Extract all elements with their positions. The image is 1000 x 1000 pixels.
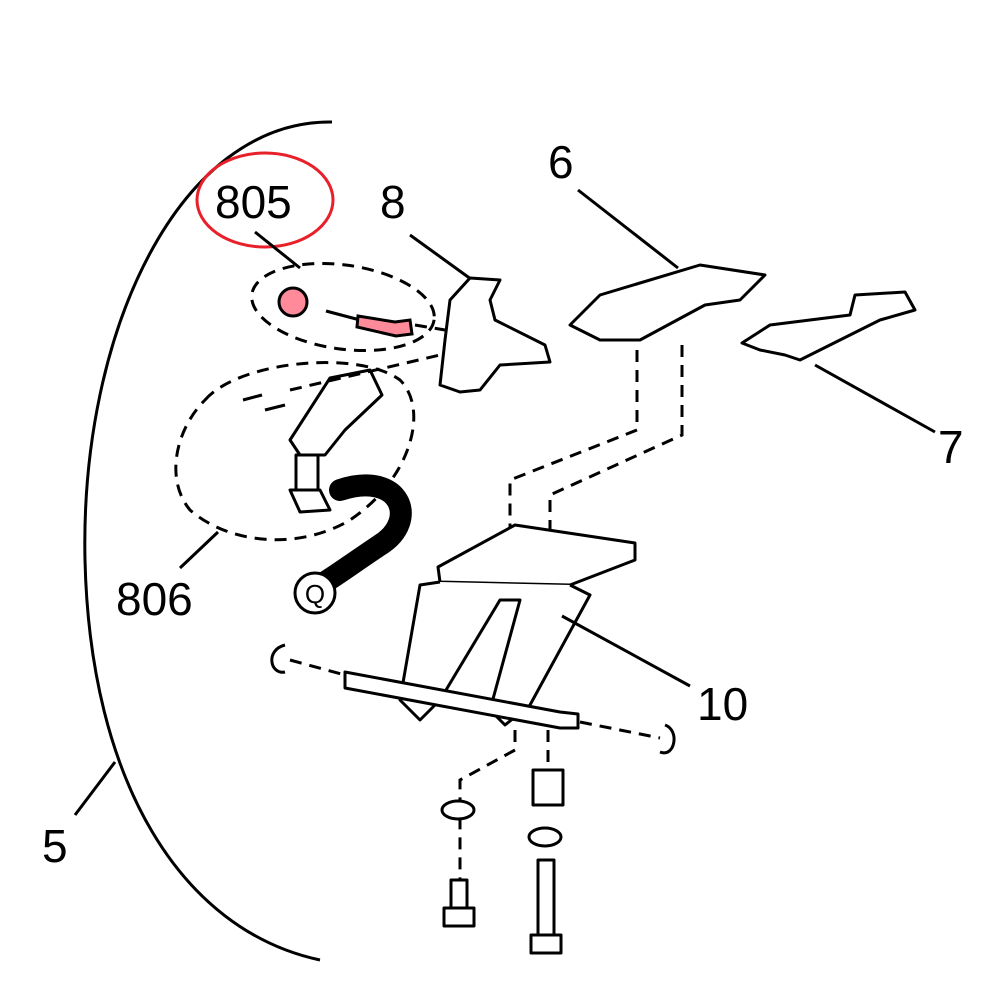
dash-fastener-left bbox=[458, 730, 517, 880]
leader-805 bbox=[254, 230, 301, 270]
part-6-slider bbox=[568, 263, 767, 342]
leader-6 bbox=[577, 188, 679, 270]
washer-right bbox=[527, 826, 563, 848]
dash-6-path-b bbox=[548, 345, 684, 545]
centerline-left bbox=[289, 658, 346, 677]
part-10-bracket-legs bbox=[398, 580, 592, 727]
part-805-ball bbox=[277, 286, 309, 318]
leader-8 bbox=[409, 233, 476, 284]
dash-806-8 bbox=[289, 353, 441, 392]
part-10-bracket-top bbox=[436, 523, 637, 587]
bolt-long bbox=[536, 858, 556, 942]
clip-right bbox=[659, 723, 676, 755]
hose-end-label: Q bbox=[305, 579, 325, 609]
leader-7 bbox=[814, 363, 936, 434]
part-805-pin bbox=[355, 314, 414, 338]
label-805: 805 bbox=[215, 176, 292, 228]
group-805-boundary bbox=[250, 261, 436, 353]
leader-806 bbox=[178, 530, 220, 570]
highlight-ring-805 bbox=[195, 151, 335, 249]
label-806: 806 bbox=[116, 573, 193, 625]
group-806-boundary bbox=[174, 361, 416, 542]
dash-805-8 bbox=[414, 323, 446, 332]
washer-left bbox=[440, 799, 476, 821]
clip-left bbox=[270, 643, 286, 674]
part-806-hose bbox=[309, 474, 412, 596]
centerline-right bbox=[579, 720, 661, 740]
bolt-short-head bbox=[442, 906, 476, 928]
leader-10 bbox=[561, 614, 691, 688]
screw-1 bbox=[242, 393, 263, 402]
screw-2 bbox=[264, 403, 286, 412]
part-805-pin-shaft bbox=[325, 309, 361, 322]
part-7-plate bbox=[740, 290, 917, 362]
part-8-latch bbox=[438, 276, 552, 394]
label-6: 6 bbox=[548, 136, 574, 188]
label-5: 5 bbox=[42, 820, 68, 872]
label-10: 10 bbox=[697, 678, 748, 730]
bolt-long-head bbox=[529, 933, 563, 955]
label-7: 7 bbox=[938, 421, 964, 473]
bolt-short bbox=[449, 878, 469, 912]
part-806-bracket bbox=[288, 368, 384, 457]
label-8: 8 bbox=[380, 176, 406, 228]
leader-5 bbox=[73, 761, 117, 816]
nut bbox=[531, 768, 565, 807]
part-806-elbow bbox=[288, 488, 332, 514]
hose-end-ring bbox=[293, 571, 337, 615]
part-10-shaft bbox=[343, 670, 580, 730]
